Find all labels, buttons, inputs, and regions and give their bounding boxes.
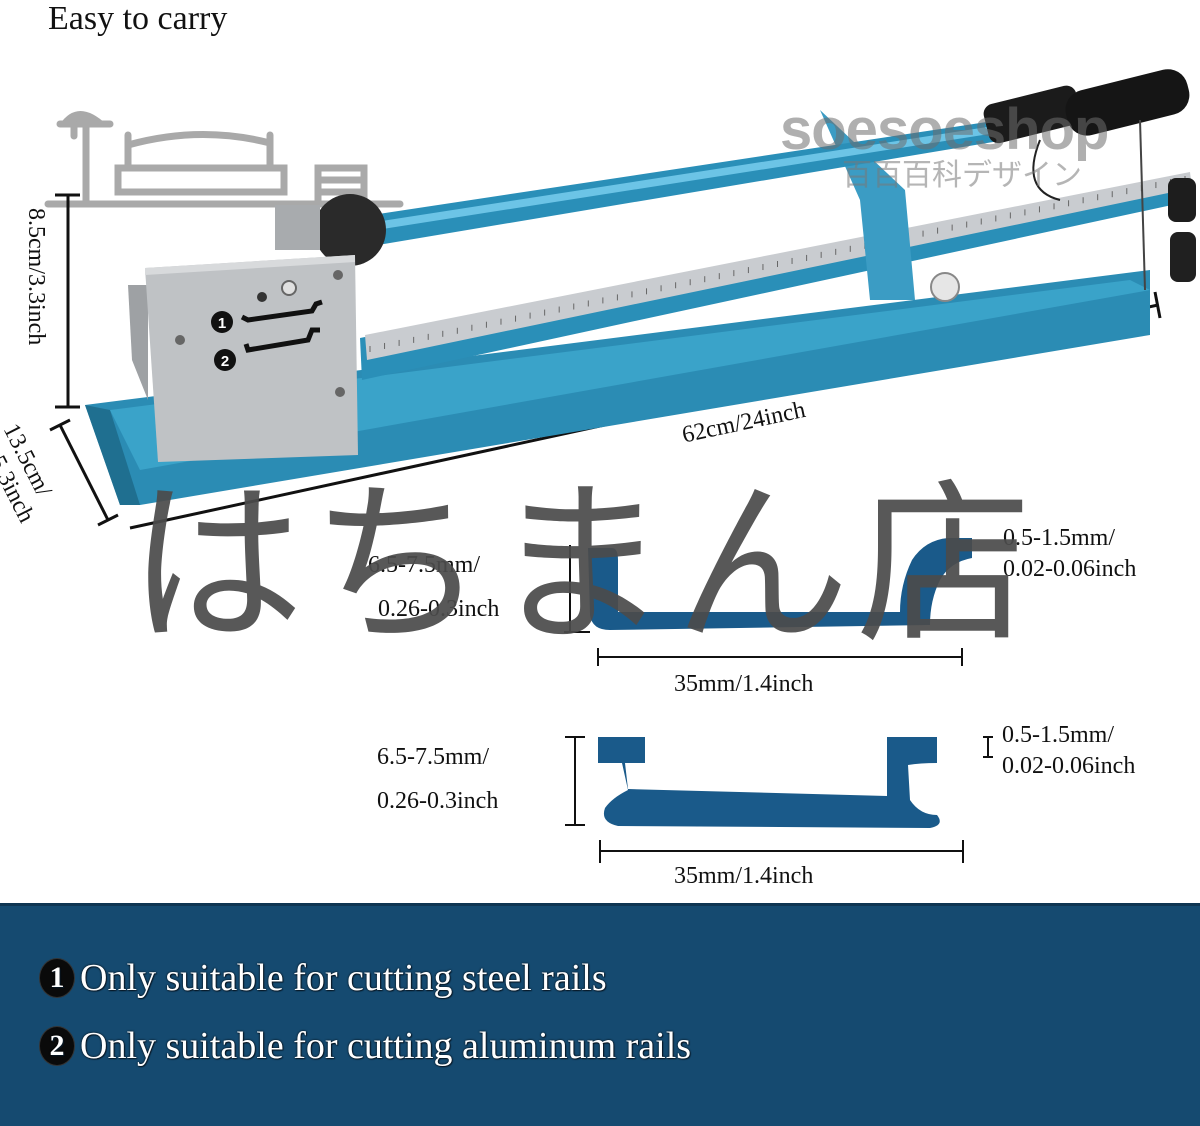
cutter-block: 1 2 (128, 255, 358, 462)
slot-badge-2 (214, 349, 236, 371)
hanging-wire (1032, 139, 1061, 201)
feature-text: Only suitable for cutting aluminum rails (80, 1025, 692, 1067)
steel-rail-thickness-label-2: 0.02-0.06inch (1003, 556, 1137, 582)
aluminum-rail-height-label-1: 6.5-7.5mm/ (377, 744, 489, 770)
steel-rail-thickness-label-1: 0.5-1.5mm/ (1003, 525, 1115, 551)
feature-item-steel: 1 Only suitable for cutting steel rails (40, 956, 607, 1000)
aluminum-cut-slot (243, 327, 320, 353)
slot-number-1: 1 (218, 315, 226, 332)
product-illustration: 1 2 (44, 69, 1196, 863)
bed-frame-icon (114, 164, 288, 196)
feature-item-aluminum: 2 Only suitable for cutting aluminum rai… (40, 1024, 691, 1068)
lever-handle (372, 69, 1190, 291)
aluminum-rail-thickness-label-2: 0.02-0.06inch (1002, 753, 1136, 779)
height-dimension-label: 8.5cm/3.3inch (23, 208, 49, 346)
pivot-block (275, 205, 320, 250)
aluminum-rail-thickness-label-1: 0.5-1.5mm/ (1002, 722, 1114, 748)
steel-rail-height-label-2: 0.26-0.3inch (378, 596, 500, 622)
furniture-line-icon (44, 111, 404, 208)
steel-rail-height-label-1: 6.5-7.5mm/ (368, 552, 480, 578)
pivot-wheel-icon (314, 194, 386, 266)
shop-watermark: soesoeshop (780, 97, 1109, 162)
end-foot (1170, 232, 1196, 282)
feature-text: Only suitable for cutting steel rails (80, 957, 607, 999)
steel-cut-slot (240, 299, 323, 323)
slot-number-2: 2 (221, 353, 229, 370)
height-dimension-line (55, 193, 80, 409)
number-badge-2: 2 (40, 1027, 74, 1065)
rail-profile-aluminum (565, 736, 993, 863)
end-foot (1168, 178, 1196, 222)
aluminum-rail-height-label-2: 0.26-0.3inch (377, 788, 499, 814)
features-banner: 1 Only suitable for cutting steel rails … (0, 903, 1200, 1126)
lock-knob-icon (930, 272, 960, 302)
handle-grip (1065, 69, 1190, 136)
page-title: Easy to carry (48, 0, 228, 37)
steel-rail-width-label: 35mm/1.4inch (674, 671, 814, 697)
width-dimension-line (49, 418, 119, 527)
slot-badge-1 (211, 311, 233, 333)
store-overlay-watermark: はちまん店 (128, 463, 1039, 668)
measuring-ruler (360, 172, 1195, 380)
handle-grip (983, 85, 1082, 144)
shop-subtitle-watermark: 百百百科デザイン (842, 158, 1082, 193)
rail-profile-steel (564, 538, 972, 666)
aluminum-rail-width-label: 35mm/1.4inch (674, 863, 814, 889)
number-badge-1: 1 (40, 959, 74, 997)
